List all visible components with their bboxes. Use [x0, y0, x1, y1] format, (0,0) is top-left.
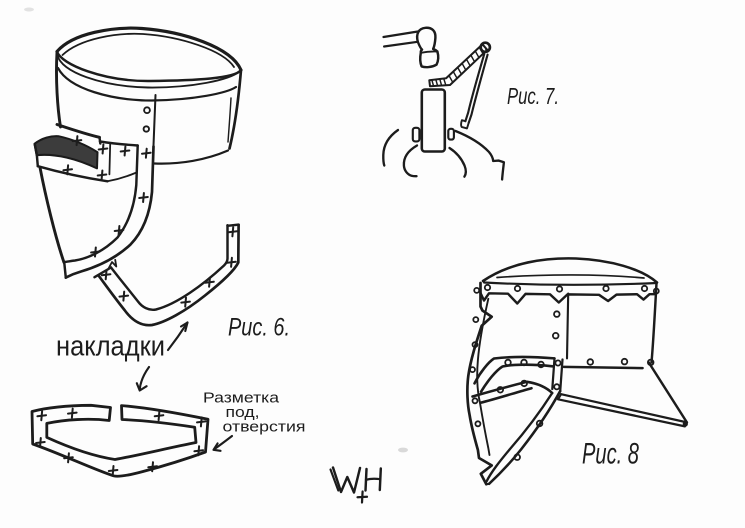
svg-text:Рис. 7.: Рис. 7.	[507, 83, 559, 109]
svg-text:Рис. 6.: Рис. 6.	[228, 314, 290, 342]
svg-text:Рис. 8: Рис. 8	[582, 438, 639, 471]
svg-text:накладки: накладки	[56, 331, 165, 363]
svg-text:под,: под,	[226, 404, 260, 421]
svg-text:Разметка: Разметка	[203, 390, 280, 407]
svg-text:отверстия: отверстия	[223, 419, 306, 436]
